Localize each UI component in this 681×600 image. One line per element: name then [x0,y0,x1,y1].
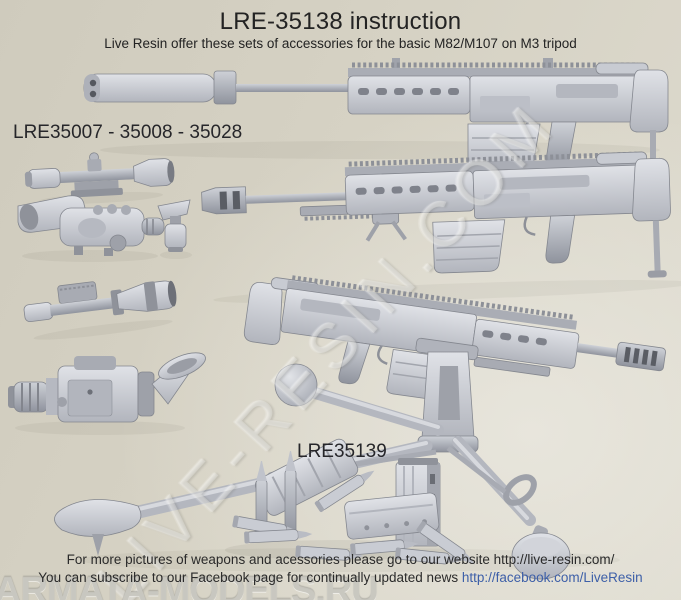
footer-website-line: For more pictures of weapons and acessor… [66,552,615,567]
tripod-set-label: LRE35139 [297,441,387,462]
scope-day-photo [24,152,175,204]
footer-facebook-text: You can subscribe to our Facebook page f… [38,570,462,585]
scope-long-photo [23,280,177,340]
mount-adapter-part-photo [157,199,192,259]
accessory-sets-label: LRE35007 - 35008 - 35028 [13,122,243,143]
rifle-muzzle-brake-photo [201,151,681,304]
page-title: LRE-35138 instruction [219,8,462,35]
facebook-link[interactable]: http://facebook.com/LiveResin [461,570,643,585]
footer-facebook-line: You can subscribe to our Facebook page f… [0,570,681,585]
thermal-night-sight-photo [8,352,206,435]
night-vision-sight-photo [17,195,165,262]
ammo-and-magazines-photo [225,438,479,570]
page-subtitle: Live Resin offer these sets of accessori… [104,36,577,51]
